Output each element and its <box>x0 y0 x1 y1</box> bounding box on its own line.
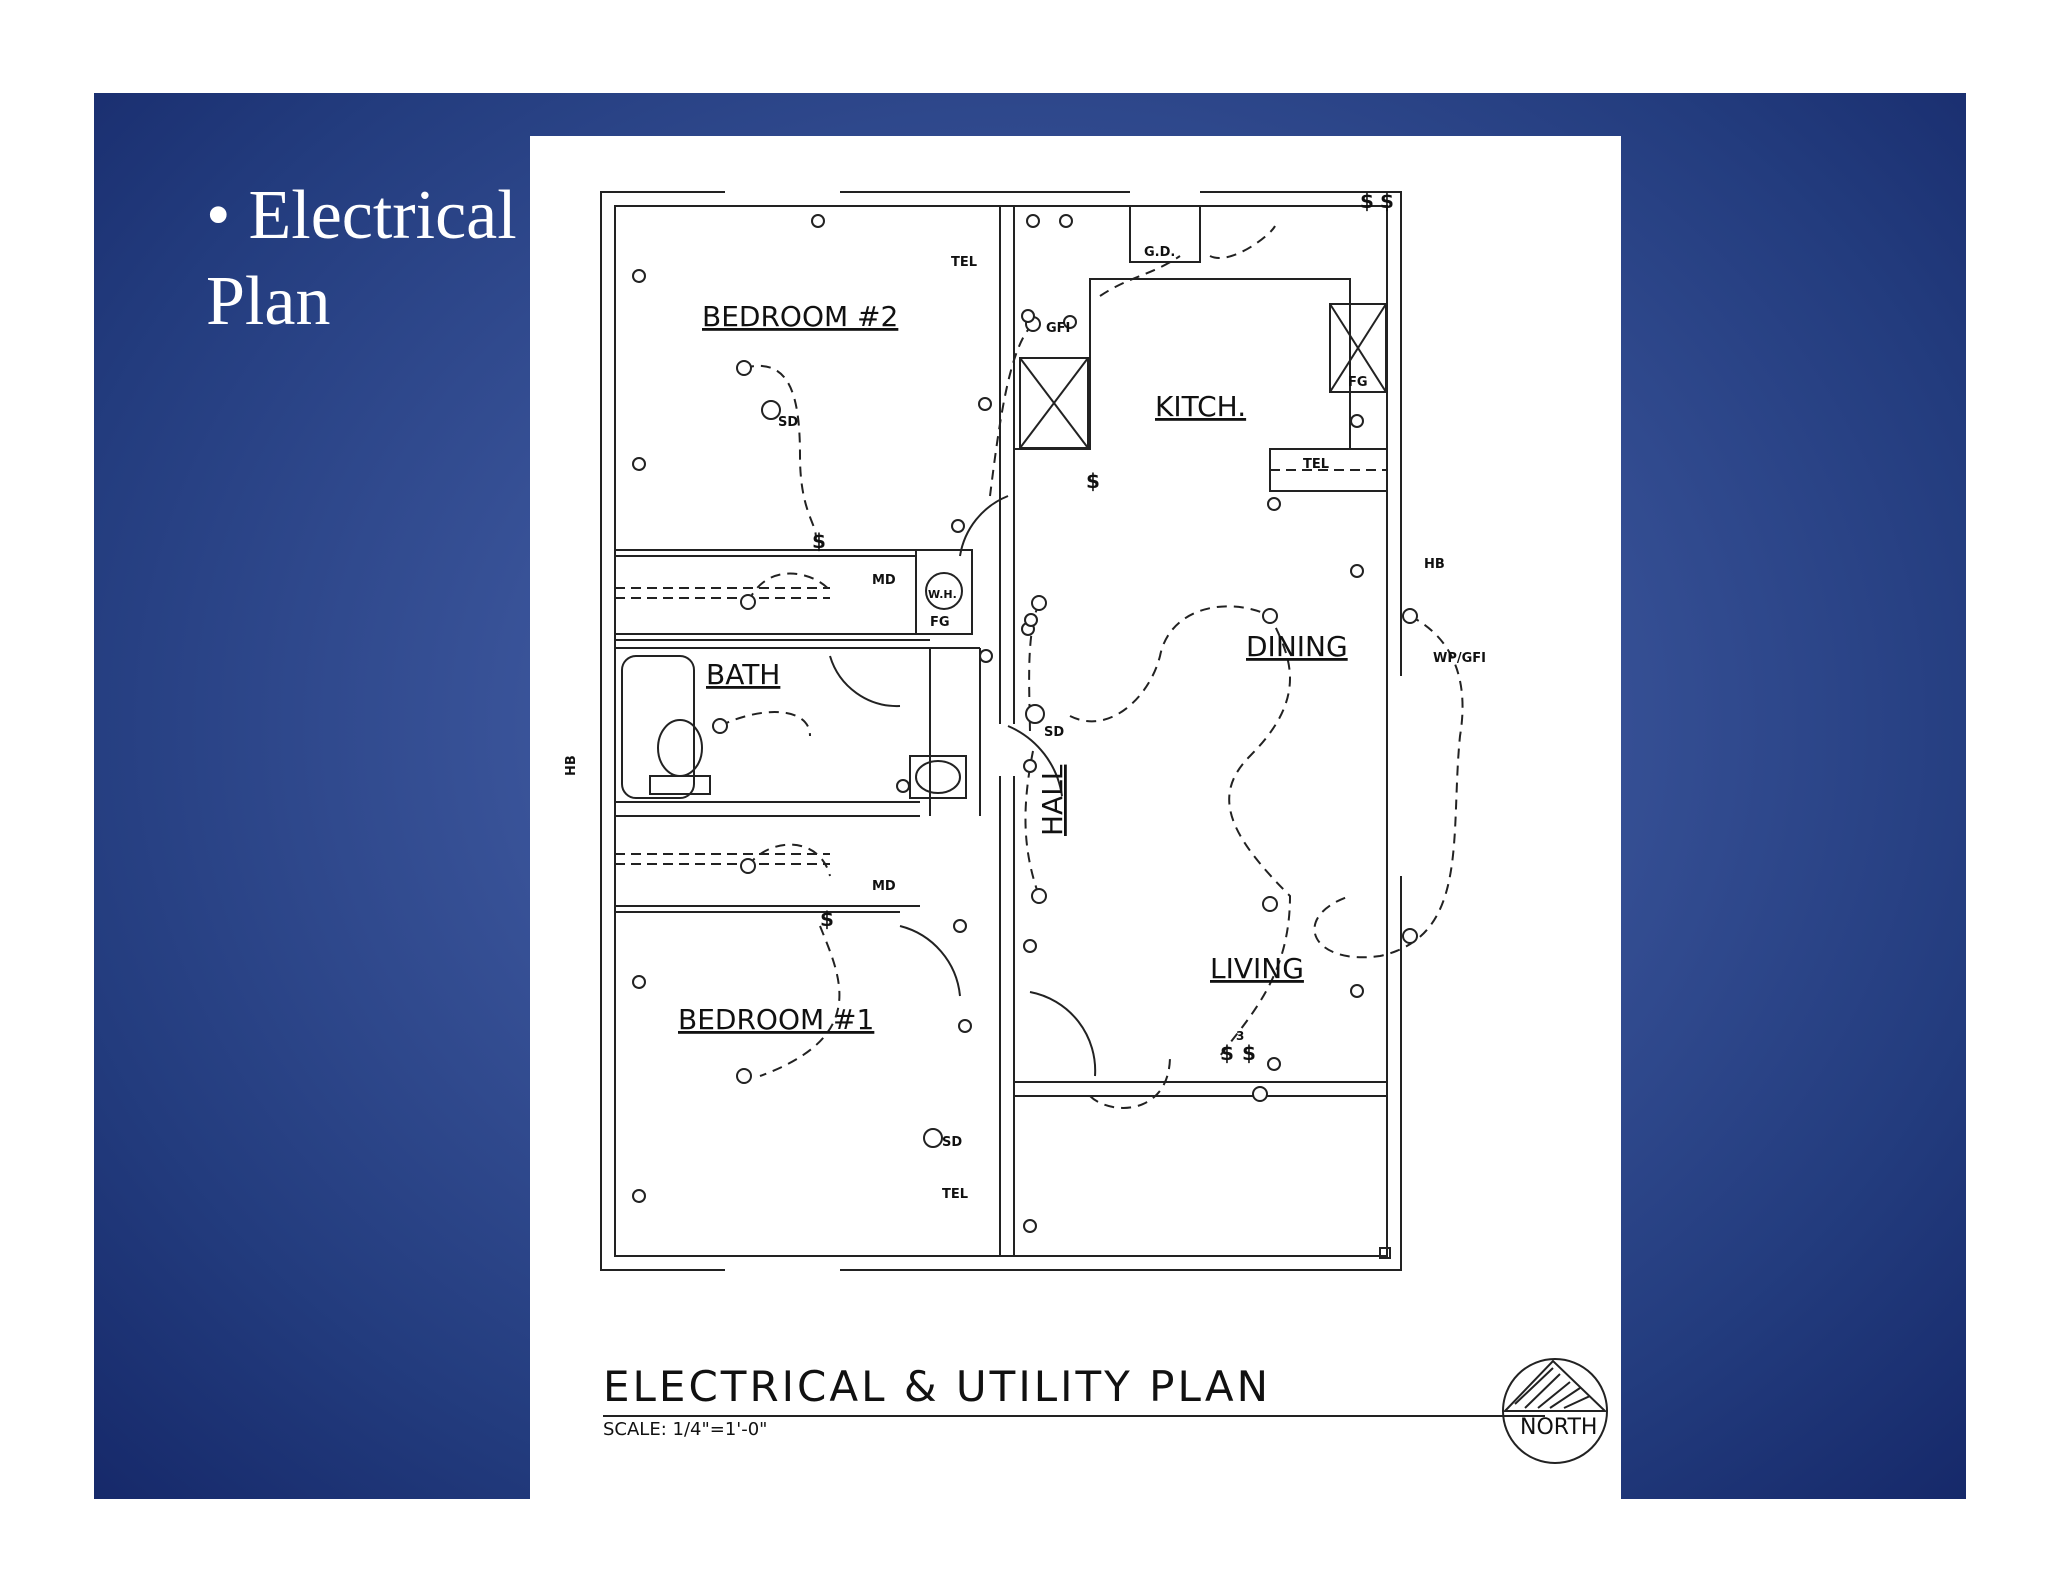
slide-bullet-text: •Electrical Plan <box>206 173 626 345</box>
room-label-kitchen: KITCH. <box>1155 390 1246 423</box>
exterior-light-porch <box>1252 1086 1268 1102</box>
switch-kitchen: $ <box>1086 469 1100 493</box>
switch-living-a: $ <box>1220 1041 1234 1065</box>
switch-kitchen-a: $ <box>1360 189 1374 213</box>
label-tel-bedroom2: TEL <box>951 255 977 270</box>
floor-plan-sheet: BEDROOM #2 KITCH. DINING BATH LIVING BED… <box>530 136 1621 1499</box>
title-block: ELECTRICAL & UTILITY PLAN SCALE: 1/4"=1'… <box>603 1358 1608 1464</box>
electrical-symbols <box>632 214 1418 1233</box>
smoke-detector-bedroom1 <box>923 1128 943 1148</box>
label-gfi-kitchen: GFI <box>1046 321 1070 336</box>
north-label: NORTH <box>1520 1415 1597 1440</box>
walls <box>600 189 1404 1273</box>
label-hb-west: HB <box>564 755 579 776</box>
smoke-detector-bedroom2 <box>761 400 781 420</box>
annotations: TEL TEL TEL GFI SD SD SD MD MD G.D. FG F… <box>564 189 1486 1202</box>
bullet-symbol: • <box>206 177 231 254</box>
label-sd-bedroom1: SD <box>942 1135 962 1150</box>
label-fg-range: FG <box>1348 375 1368 390</box>
label-sd-hall: SD <box>1044 725 1064 740</box>
ceiling-light-bedroom2 <box>736 360 752 376</box>
ceiling-light-dining <box>1262 608 1278 624</box>
switch-three-way-mark: 3 <box>1236 1029 1244 1043</box>
plan-title: ELECTRICAL & UTILITY PLAN <box>603 1362 1271 1411</box>
exterior-light-southeast <box>1402 928 1418 944</box>
switch-bedroom2: $ <box>812 529 826 553</box>
label-md-closet1: MD <box>872 879 896 894</box>
plan-scale: SCALE: 1/4"=1'-0" <box>603 1419 767 1440</box>
room-label-bedroom2: BEDROOM #2 <box>702 300 898 333</box>
label-wh: W.H. <box>928 588 957 601</box>
label-hb-east: HB <box>1424 557 1445 572</box>
electrical-plan-drawing: BEDROOM #2 KITCH. DINING BATH LIVING BED… <box>564 189 1608 1464</box>
exterior-light-east <box>1402 608 1418 624</box>
ceiling-light-bath <box>712 718 728 734</box>
outlets <box>632 214 1364 1233</box>
bullet-line2: Plan <box>206 263 331 340</box>
room-label-dining: DINING <box>1246 630 1348 663</box>
switch-kitchen-b: $ <box>1380 189 1394 213</box>
ceiling-light-closet2 <box>740 594 756 610</box>
north-arrow: NORTH <box>1502 1358 1608 1464</box>
label-gd: G.D. <box>1144 245 1175 260</box>
label-wp-gfi: WP/GFI <box>1433 651 1486 666</box>
switch-bedroom1: $ <box>820 907 834 931</box>
room-labels: BEDROOM #2 KITCH. DINING BATH LIVING BED… <box>678 300 1348 1036</box>
room-label-bedroom1: BEDROOM #1 <box>678 1003 874 1036</box>
label-sd-bedroom2: SD <box>778 415 798 430</box>
ceiling-light-hall-bottom <box>1031 888 1047 904</box>
room-label-bath: BATH <box>706 658 780 691</box>
room-label-hall: HALL <box>1036 764 1069 836</box>
slide-background: •Electrical Plan <box>94 93 1966 1499</box>
ceiling-light-bedroom1 <box>736 1068 752 1084</box>
smoke-detector-hall <box>1025 704 1045 724</box>
ceiling-light-closet1 <box>740 858 756 874</box>
label-md-closet2: MD <box>872 573 896 588</box>
ceiling-light-living <box>1262 896 1278 912</box>
label-tel-bedroom1: TEL <box>942 1187 968 1202</box>
label-fg-wh: FG <box>930 615 950 630</box>
ceiling-light-hall-top <box>1031 595 1047 611</box>
bullet-line1: Electrical <box>248 177 517 254</box>
room-label-living: LIVING <box>1210 952 1304 985</box>
switch-living-b: $ <box>1242 1041 1256 1065</box>
label-tel-kitchen: TEL <box>1303 457 1329 472</box>
